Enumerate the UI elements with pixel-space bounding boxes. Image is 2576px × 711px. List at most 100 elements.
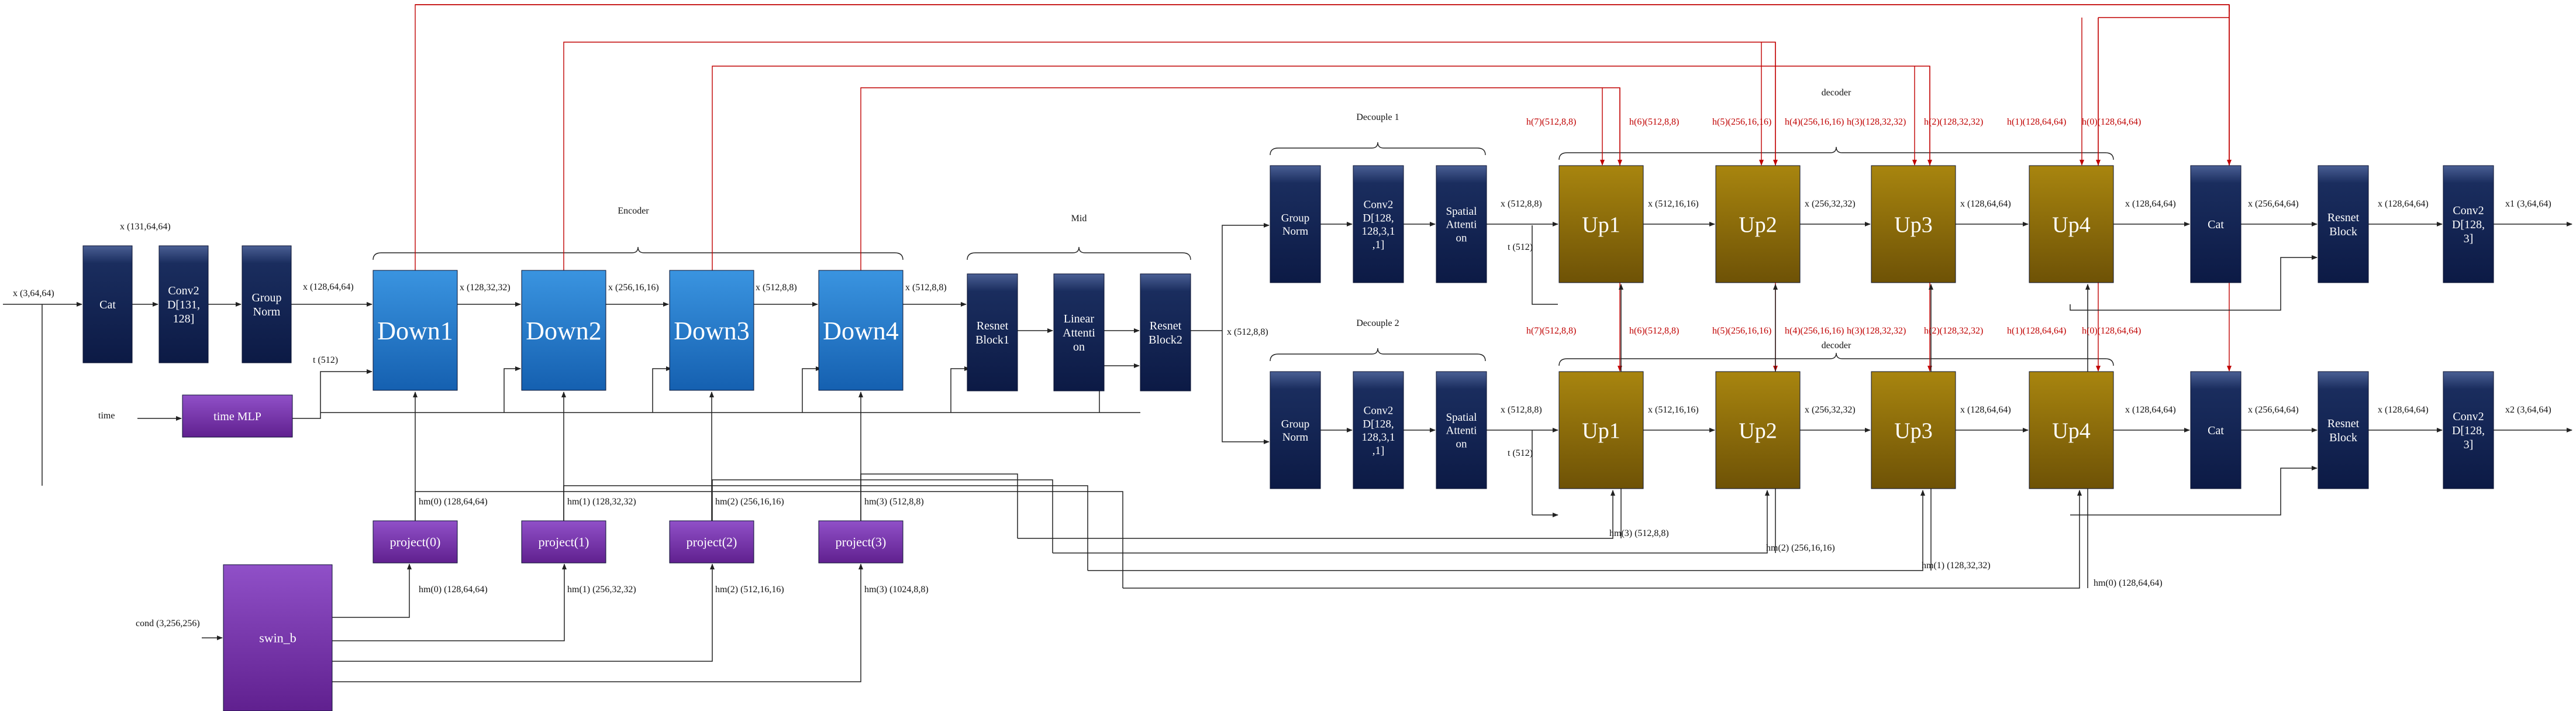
branch1-up1-block-box bbox=[1558, 165, 1644, 283]
branch2-cat-block-box bbox=[2190, 371, 2242, 489]
t-to-down2-arrow bbox=[504, 366, 521, 413]
branch2-skip-label-2: h(5)(256,16,16) bbox=[1712, 326, 1771, 336]
branch2-up2-block-label: Up2 bbox=[1739, 418, 1777, 443]
project2-out-label: hm(2) (256,16,16) bbox=[715, 497, 784, 507]
branch2-pre-block-3-box bbox=[1436, 371, 1487, 489]
branch1-up2-out-label: x (256,32,32) bbox=[1805, 199, 1856, 209]
branch2-pre-block-2-box bbox=[1353, 371, 1404, 489]
mid-brace bbox=[967, 246, 1191, 260]
branch2-resnet-block-box bbox=[2318, 371, 2369, 489]
project1-in-label: hm(1) (256,32,32) bbox=[567, 585, 636, 595]
branch1-cat-block-label: Cat bbox=[2208, 218, 2224, 231]
branch2-conv-block-box bbox=[2443, 371, 2494, 489]
branch1-up2-block-box bbox=[1715, 165, 1801, 283]
down2-block-box bbox=[521, 270, 606, 391]
gn-out-label: x (128,64,64) bbox=[303, 282, 354, 292]
mid-block-1-box bbox=[967, 273, 1018, 391]
project0-block-label: project(0) bbox=[390, 535, 441, 549]
branch1-up1-block: Up1 bbox=[1558, 165, 1644, 283]
branch1-up1-block-label: Up1 bbox=[1582, 212, 1620, 237]
down1-block-label: Down1 bbox=[377, 317, 453, 345]
down3-block-label: Down3 bbox=[674, 317, 750, 345]
branch2-decoder-brace bbox=[1558, 352, 2114, 366]
down3-out-label: x (512,8,8) bbox=[756, 283, 797, 293]
t-to-down4-arrow bbox=[802, 366, 822, 413]
branch1-resnet-block-box bbox=[2318, 165, 2369, 283]
branch2-in-label: x (512,8,8) bbox=[1501, 405, 1542, 415]
project2-block-box bbox=[669, 520, 754, 564]
branch2-cat-out-label: x (256,64,64) bbox=[2248, 405, 2299, 415]
hm-bottom-label-1: hm(2) (256,16,16) bbox=[1766, 543, 1835, 553]
down4-block-label: Down4 bbox=[823, 317, 899, 345]
branch2-up4-block-label: Up4 bbox=[2052, 418, 2090, 443]
branch1-resnet-t-feed bbox=[2070, 255, 2318, 311]
branch1-conv-block-box bbox=[2443, 165, 2494, 283]
branch2-up1-block-label: Up1 bbox=[1582, 418, 1620, 443]
branch2-skip-label-1: h(6)(512,8,8) bbox=[1629, 326, 1679, 336]
project1-block-label: project(1) bbox=[539, 535, 589, 549]
project3-block-label: project(3) bbox=[836, 535, 887, 549]
swin-b-block-label: swin_b bbox=[259, 631, 296, 645]
skip-h3-branch1 bbox=[860, 87, 1622, 270]
branch2-skip-label-3: h(4)(256,16,16) bbox=[1785, 326, 1844, 336]
swin-to-project0-arrow bbox=[332, 564, 412, 618]
project1-out-label: hm(1) (128,32,32) bbox=[567, 497, 636, 507]
branch1-decouple-brace bbox=[1270, 142, 1486, 156]
branch1-skip-label-0: h(7)(512,8,8) bbox=[1526, 117, 1576, 127]
cond-label: cond (3,256,256) bbox=[136, 619, 200, 628]
branch2-up3-block-label: Up3 bbox=[1894, 418, 1932, 443]
mid-title: Mid bbox=[1071, 214, 1087, 224]
branch1-cat-block: Cat bbox=[2190, 165, 2242, 283]
project0-out-label: hm(0) (128,64,64) bbox=[419, 497, 488, 507]
branch2-resnet-out-label: x (128,64,64) bbox=[2378, 405, 2429, 415]
project2-block-label: project(2) bbox=[687, 535, 737, 549]
branch1-pre-block-1-box bbox=[1270, 165, 1321, 283]
branch2-up2-block-box bbox=[1715, 371, 1801, 489]
t-to-resnet2-arrow bbox=[1099, 363, 1140, 413]
branch1-skip-label-6: h(1)(128,64,64) bbox=[2007, 117, 2066, 127]
project0-block-box bbox=[373, 520, 458, 564]
swin-b-block-box bbox=[223, 564, 333, 711]
branch1-skip-label-1: h(6)(512,8,8) bbox=[1629, 117, 1679, 127]
branch1-up3-block-box bbox=[1871, 165, 1956, 283]
t-to-down3-arrow bbox=[652, 366, 672, 413]
swin-to-project3-arrow bbox=[332, 564, 863, 682]
branch1-skip-label-3: h(4)(256,16,16) bbox=[1785, 117, 1844, 127]
branch1-in-label: x (512,8,8) bbox=[1501, 199, 1542, 209]
branch1-up3-block-label: Up3 bbox=[1894, 212, 1932, 237]
mid-out-label: x (512,8,8) bbox=[1227, 327, 1268, 337]
project1-block: project(1) bbox=[521, 520, 606, 564]
hm2-route bbox=[712, 479, 1053, 553]
branch1-cat-block-box bbox=[2190, 165, 2242, 283]
hm3-route bbox=[860, 473, 1018, 538]
down1-block: Down1 bbox=[373, 270, 458, 391]
mid-to-branch1-arrow bbox=[1222, 223, 1270, 331]
branch2-skip-label-4: h(3)(128,32,32) bbox=[1847, 326, 1906, 336]
hm1-route bbox=[563, 485, 1088, 571]
branch1-skip-label-2: h(5)(256,16,16) bbox=[1712, 117, 1771, 127]
mid-block-3-box bbox=[1140, 273, 1191, 391]
branch2-final-label: x2 (3,64,64) bbox=[2505, 405, 2551, 415]
project2-in-label: hm(2) (512,16,16) bbox=[715, 585, 784, 595]
down4-block-box bbox=[818, 270, 904, 391]
swin-to-project2-arrow bbox=[332, 564, 715, 662]
project2-block: project(2) bbox=[669, 520, 754, 564]
cat-block: Cat bbox=[82, 245, 133, 363]
